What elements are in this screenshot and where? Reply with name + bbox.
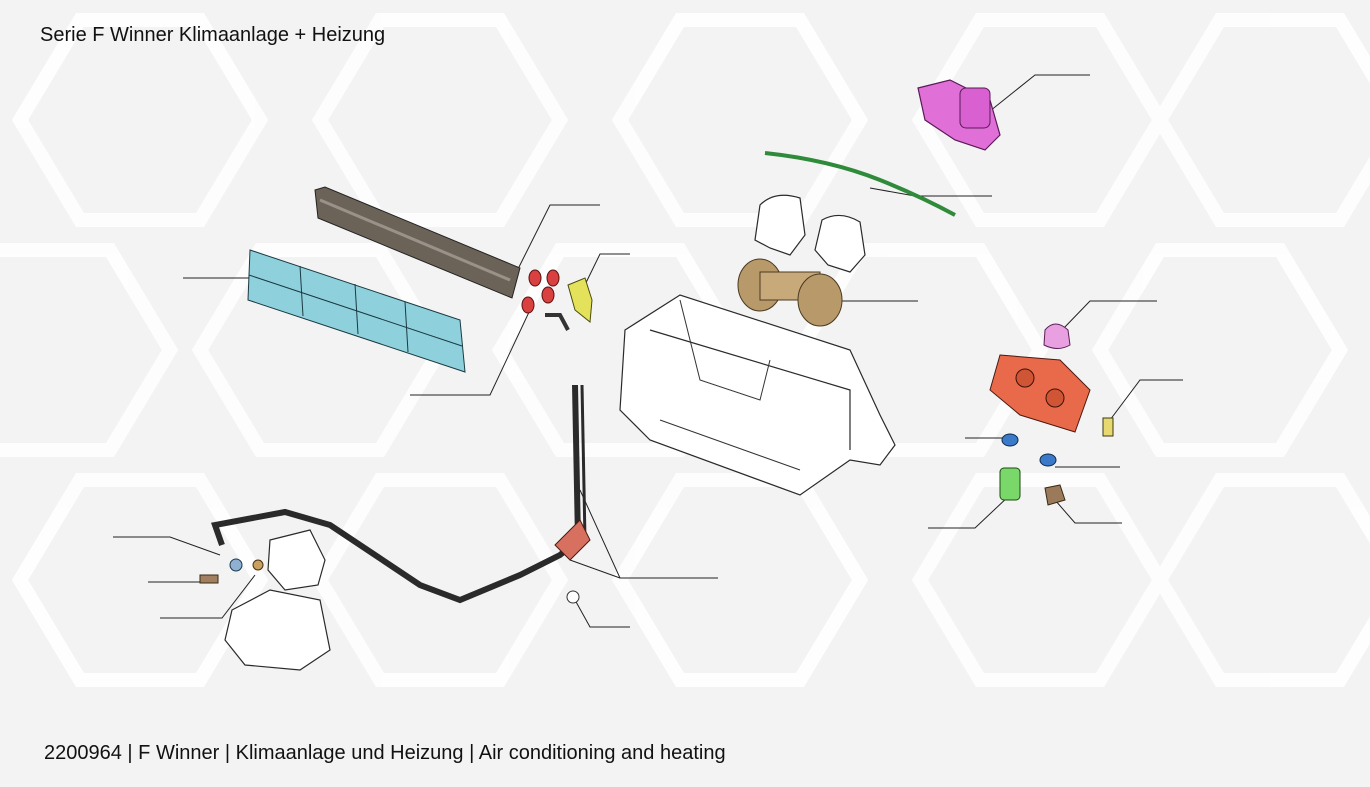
- cable-rod-part: [764, 151, 956, 217]
- blue-cap-parts: [1001, 433, 1057, 467]
- switch-part: [999, 467, 1021, 501]
- sensor-part: [1044, 484, 1066, 506]
- evaporator-part: [314, 186, 521, 299]
- watermark-pattern: [0, 13, 1370, 687]
- blower-covers: [754, 194, 866, 273]
- diagram-caption: 2200964 | F Winner | Klimaanlage und Hei…: [44, 742, 726, 764]
- knob-part: [1043, 323, 1071, 349]
- seal-parts: [521, 269, 560, 314]
- actuator-part: [917, 79, 1001, 151]
- leader-lines: [113, 74, 1183, 628]
- fitting-parts: [199, 558, 580, 604]
- bulb-part: [1102, 417, 1114, 437]
- heater-pipes-part: [211, 384, 591, 604]
- housing-case-part: [619, 294, 896, 496]
- valve-part: [545, 277, 593, 331]
- diagram-title: Serie F Winner Klimaanlage + Heizung: [40, 24, 386, 46]
- blower-fan-part: [737, 258, 843, 327]
- control-panel-part: [989, 354, 1091, 433]
- filter-panel-part: [247, 249, 466, 373]
- engine-block-part: [224, 529, 331, 671]
